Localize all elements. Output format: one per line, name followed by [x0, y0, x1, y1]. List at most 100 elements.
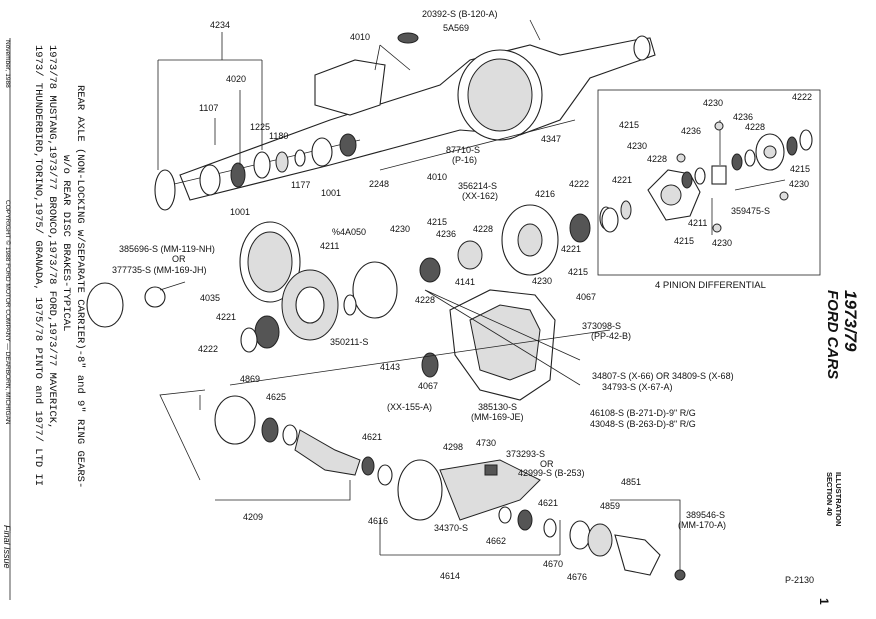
- part-label: 4298: [443, 442, 463, 452]
- part-label: 4222: [569, 179, 589, 189]
- part-label: OR: [540, 459, 554, 469]
- part-label: 373293-S: [506, 449, 545, 459]
- part-label: (MM-170-A): [678, 520, 726, 530]
- part-label: 2248: [369, 179, 389, 189]
- part-label: 4215: [427, 217, 447, 227]
- part-label: 4230: [712, 238, 732, 248]
- inset-differential-case: [599, 120, 813, 235]
- caption-line-4: 1973/ THUNDERBIRD,TORINO,1975/ GRANADA, …: [32, 45, 44, 486]
- final-issue: Final Issue: [2, 525, 12, 569]
- axle-hub: [86, 281, 186, 328]
- part-label: 4234: [210, 20, 230, 30]
- part-label: 377735-S (MM-169-JH): [112, 265, 207, 275]
- part-label: 4067: [576, 292, 596, 302]
- part-label: 87710-S: [446, 145, 480, 155]
- part-label: 4670: [543, 559, 563, 569]
- part-label: 4035: [200, 293, 220, 303]
- part-label: 4211: [688, 218, 707, 228]
- part-label: (XX-162): [462, 191, 498, 201]
- part-label: 4236: [681, 126, 701, 136]
- part-label: 4230: [390, 224, 410, 234]
- section-label: SECTION 40: [825, 472, 834, 516]
- part-label: (MM-169-JE): [471, 412, 524, 422]
- caption-line-1: REAR AXLE (NON-LOCKING w/SEPARATE CARRIE…: [74, 85, 86, 488]
- part-label: 4067: [418, 381, 438, 391]
- axle-shaft: [154, 133, 361, 211]
- part-label: 42999-S (B-253): [518, 468, 585, 478]
- part-label: 4221: [216, 312, 236, 322]
- pinion-assembly: [214, 395, 686, 581]
- part-label: 4662: [486, 536, 506, 546]
- part-label: %4A050: [332, 227, 366, 237]
- page-number: 1: [817, 598, 831, 605]
- leader-lines: [157, 32, 681, 570]
- part-label: 4676: [567, 572, 587, 582]
- part-label: 43048-S (B-263-D)-8" R/G: [590, 419, 696, 429]
- part-label: 389546-S: [686, 510, 725, 520]
- part-label: 1107: [199, 103, 218, 113]
- part-label: 4625: [266, 392, 286, 402]
- axle-housing: [179, 19, 656, 201]
- years: 1973/79: [841, 290, 860, 352]
- part-label: 4215: [619, 120, 639, 130]
- part-label: 385130-S: [478, 402, 517, 412]
- part-label: 4010: [427, 172, 447, 182]
- part-label: 4616: [368, 516, 388, 526]
- part-label: 1225: [250, 122, 270, 132]
- caption-block: REAR AXLE (NON-LOCKING w/SEPARATE CARRIE…: [32, 45, 86, 488]
- header-block: 1973/79 FORD CARS: [824, 290, 860, 379]
- part-label: (PP-42-B): [591, 331, 631, 341]
- part-label: 46108-S (B-271-D)-9" R/G: [590, 408, 696, 418]
- caption-line-3: 1973/78 MUSTANG,1973/77 BRONCO,1973/78 F…: [46, 45, 58, 429]
- part-label: 4228: [647, 154, 667, 164]
- caption-line-2: w/o REAR DISC BRAKES-TYPICAL: [60, 155, 72, 331]
- part-label: 4621: [538, 498, 558, 508]
- part-label: 4010: [350, 32, 370, 42]
- part-label: (P-16): [452, 155, 477, 165]
- part-label: 4215: [568, 267, 588, 277]
- part-label: 4347: [541, 134, 561, 144]
- part-label: 20392-S (B-120-A): [422, 9, 498, 19]
- part-label: 4851: [621, 477, 641, 487]
- part-label: 4216: [535, 189, 555, 199]
- part-label: 4230: [627, 141, 647, 151]
- part-label: 4215: [674, 236, 694, 246]
- part-label: 4221: [561, 244, 581, 254]
- part-label: 385696-S (MM-119-NH): [119, 244, 215, 254]
- part-label: 4859: [600, 501, 620, 511]
- part-label: 4730: [476, 438, 496, 448]
- part-label: 4211: [320, 241, 339, 251]
- figure-code: P-2130: [785, 575, 814, 585]
- part-label: 356214-S: [458, 181, 497, 191]
- part-label: 373098-S: [582, 321, 621, 331]
- part-label: 4228: [415, 295, 435, 305]
- part-label: 4222: [792, 92, 812, 102]
- part-label: 34807-S (X-66) OR 34809-S (X-68): [592, 371, 734, 381]
- inset-title: 4 PINION DIFFERENTIAL: [655, 280, 766, 291]
- inset-labels: 4230 4222 4236 4215 4228 4236 4230 4228 …: [612, 92, 812, 248]
- part-label: 4020: [226, 74, 246, 84]
- part-label: 1177: [291, 180, 310, 190]
- part-label: 4236: [436, 229, 456, 239]
- caption-copyright: COPYRIGHT © 1988 FORD MOTOR COMPANY — DE…: [4, 200, 12, 425]
- part-label: 4228: [473, 224, 493, 234]
- part-label: OR: [172, 254, 186, 264]
- part-label: 4215: [790, 164, 810, 174]
- part-label: 4621: [362, 432, 382, 442]
- part-label: 1001: [230, 207, 250, 217]
- part-label: 4614: [440, 571, 460, 581]
- part-label: 1180: [269, 131, 288, 141]
- brand: FORD CARS: [824, 290, 841, 379]
- part-label: 4230: [532, 276, 552, 286]
- carrier-assembly: [239, 204, 619, 401]
- part-label: 4222: [198, 344, 218, 354]
- part-label: 4143: [380, 362, 400, 372]
- inset-frame: [597, 89, 821, 276]
- part-label: 4141: [455, 277, 475, 287]
- part-label: 34793-S (X-67-A): [602, 382, 673, 392]
- part-label: 5A569: [443, 23, 469, 33]
- part-label: 4228: [745, 122, 765, 132]
- part-label: 350211-S: [330, 337, 368, 347]
